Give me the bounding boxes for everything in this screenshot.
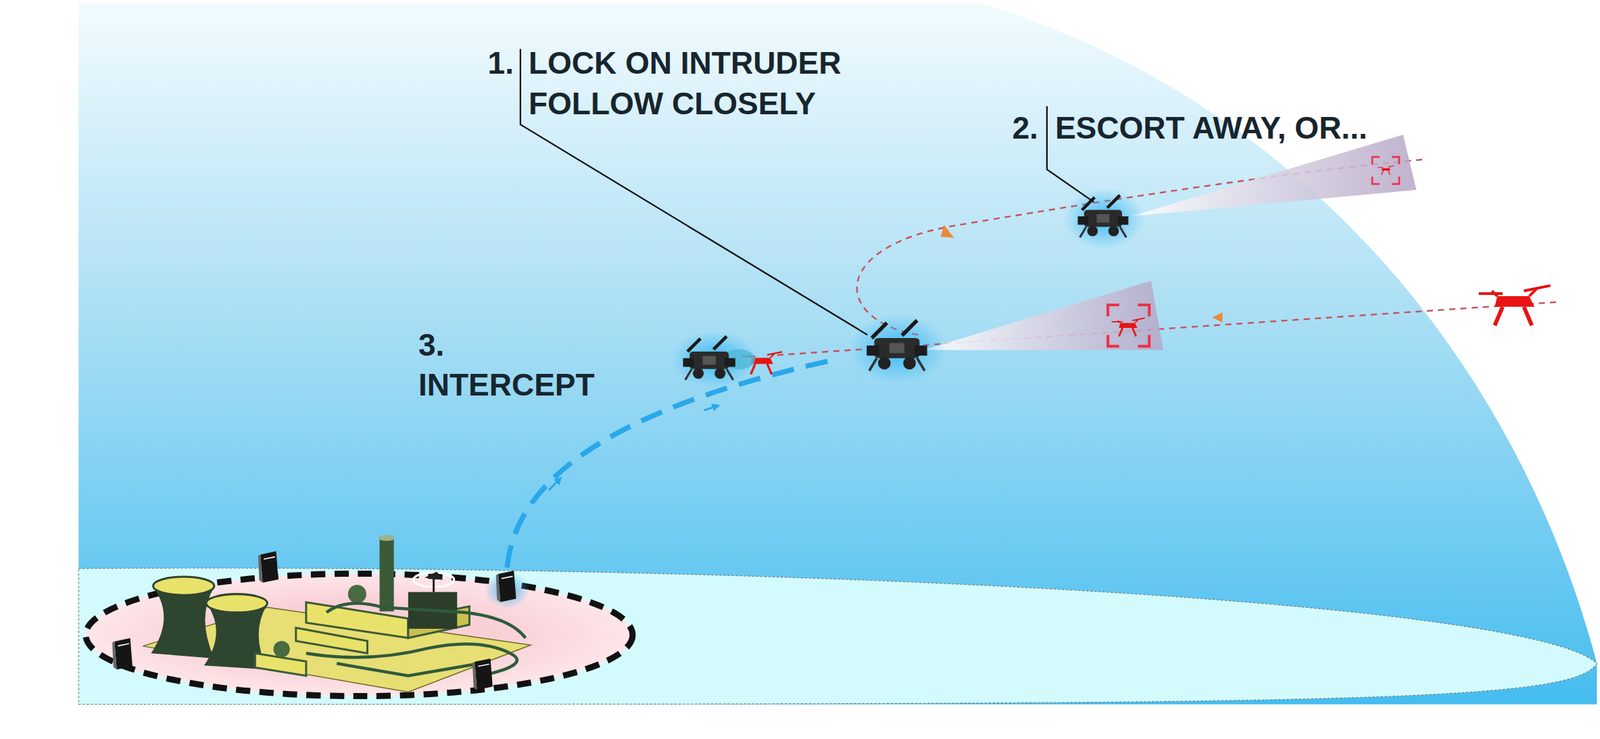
callout-number: 3. bbox=[418, 324, 445, 366]
step-label: ESCORT AWAY, OR... bbox=[1055, 107, 1388, 149]
callout-number: 1. bbox=[488, 42, 514, 84]
callout-number: 2. bbox=[1011, 107, 1038, 149]
step-label: INTERCEPT bbox=[418, 364, 595, 405]
step-label: LOCK ON INTRUDER FOLLOW CLOSELY bbox=[528, 42, 917, 124]
